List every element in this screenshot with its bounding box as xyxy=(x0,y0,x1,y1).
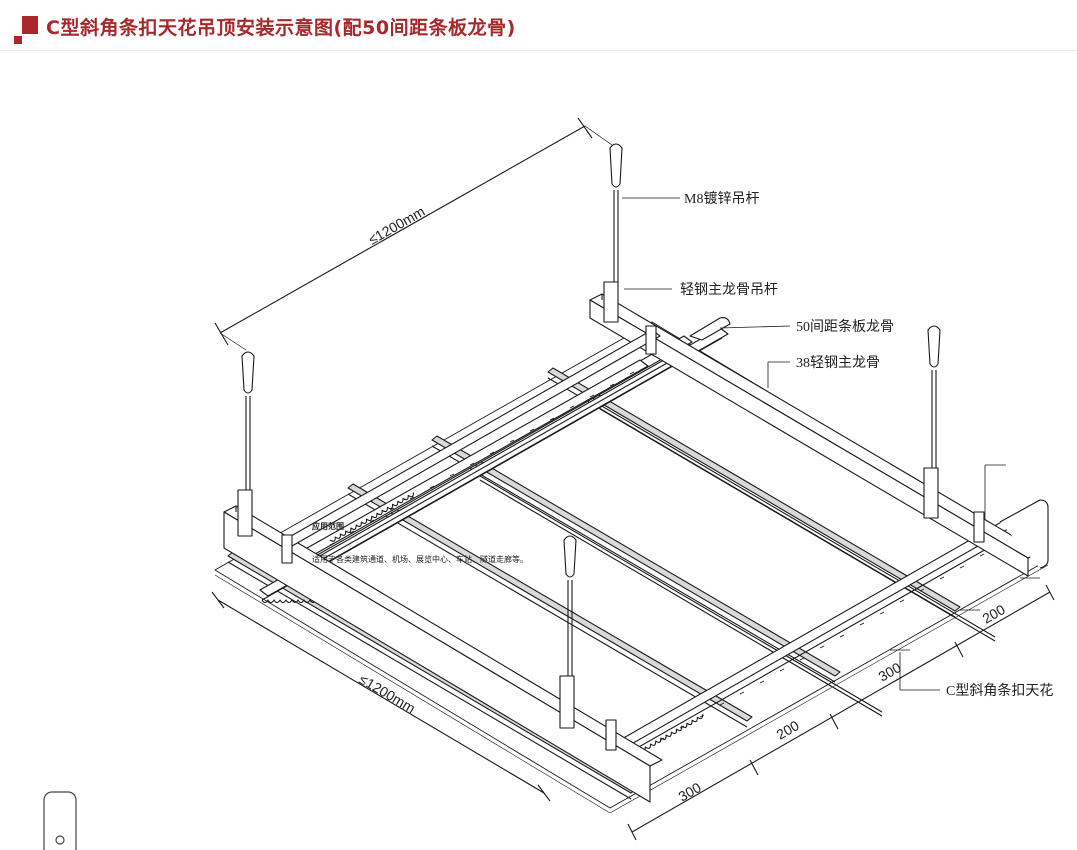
label-main-runner: 38轻钢主龙骨 xyxy=(796,355,880,371)
page-header: C型斜角条扣天花吊顶安装示意图(配50间距条板龙骨) xyxy=(0,0,1077,51)
dimension-right-200: 200 xyxy=(980,601,1008,627)
ceiling-strip-inner xyxy=(479,404,996,717)
application-text: 适用于各类建筑通道、机场、展览中心、车站、隧道走廊等。 xyxy=(312,554,528,564)
main-runner-front xyxy=(223,505,663,803)
dimension-front-200: 200 xyxy=(774,717,802,743)
hanger-rod-back xyxy=(609,143,623,282)
left-span-dimension xyxy=(211,591,551,802)
label-ceiling-strip: C型斜角条扣天花 xyxy=(946,682,1053,699)
ceiling-installation-diagram: M8镀锌吊杆 轻钢主龙骨吊杆 50间距条板龙骨 38轻钢主龙骨 C型斜角条扣天花… xyxy=(211,117,1055,841)
hanger-rod-right xyxy=(927,325,941,468)
page-title: C型斜角条扣天花吊顶安装示意图(配50间距条板龙骨) xyxy=(46,17,516,39)
ceiling-strip-4 xyxy=(227,551,637,800)
dimension-top-span: ≤1200mm xyxy=(366,203,428,248)
ceiling-strip-2 xyxy=(431,435,841,683)
hanger-rod-front xyxy=(563,535,577,676)
hanger-clips xyxy=(237,281,985,751)
label-main-runner-hanger: 轻钢主龙骨吊杆 xyxy=(680,282,778,298)
hanger-rod-left xyxy=(241,351,255,490)
label-hanger-rod: M8镀锌吊杆 xyxy=(684,190,759,207)
logo-icon xyxy=(14,16,38,44)
leader-lines xyxy=(622,197,940,691)
right-dimension-ticks xyxy=(890,577,1040,651)
dimension-front-300: 300 xyxy=(676,779,704,805)
sample-tag-icon xyxy=(43,791,77,850)
top-span-dimension xyxy=(214,117,613,351)
dimension-left-span: ≤1200mm xyxy=(356,671,418,716)
ceiling-strip-3 xyxy=(347,483,753,728)
strip-keel-back-far xyxy=(299,359,649,559)
label-strip-keel: 50间距条板龙骨 xyxy=(796,318,894,335)
application-title: 应用范围 xyxy=(312,521,344,531)
